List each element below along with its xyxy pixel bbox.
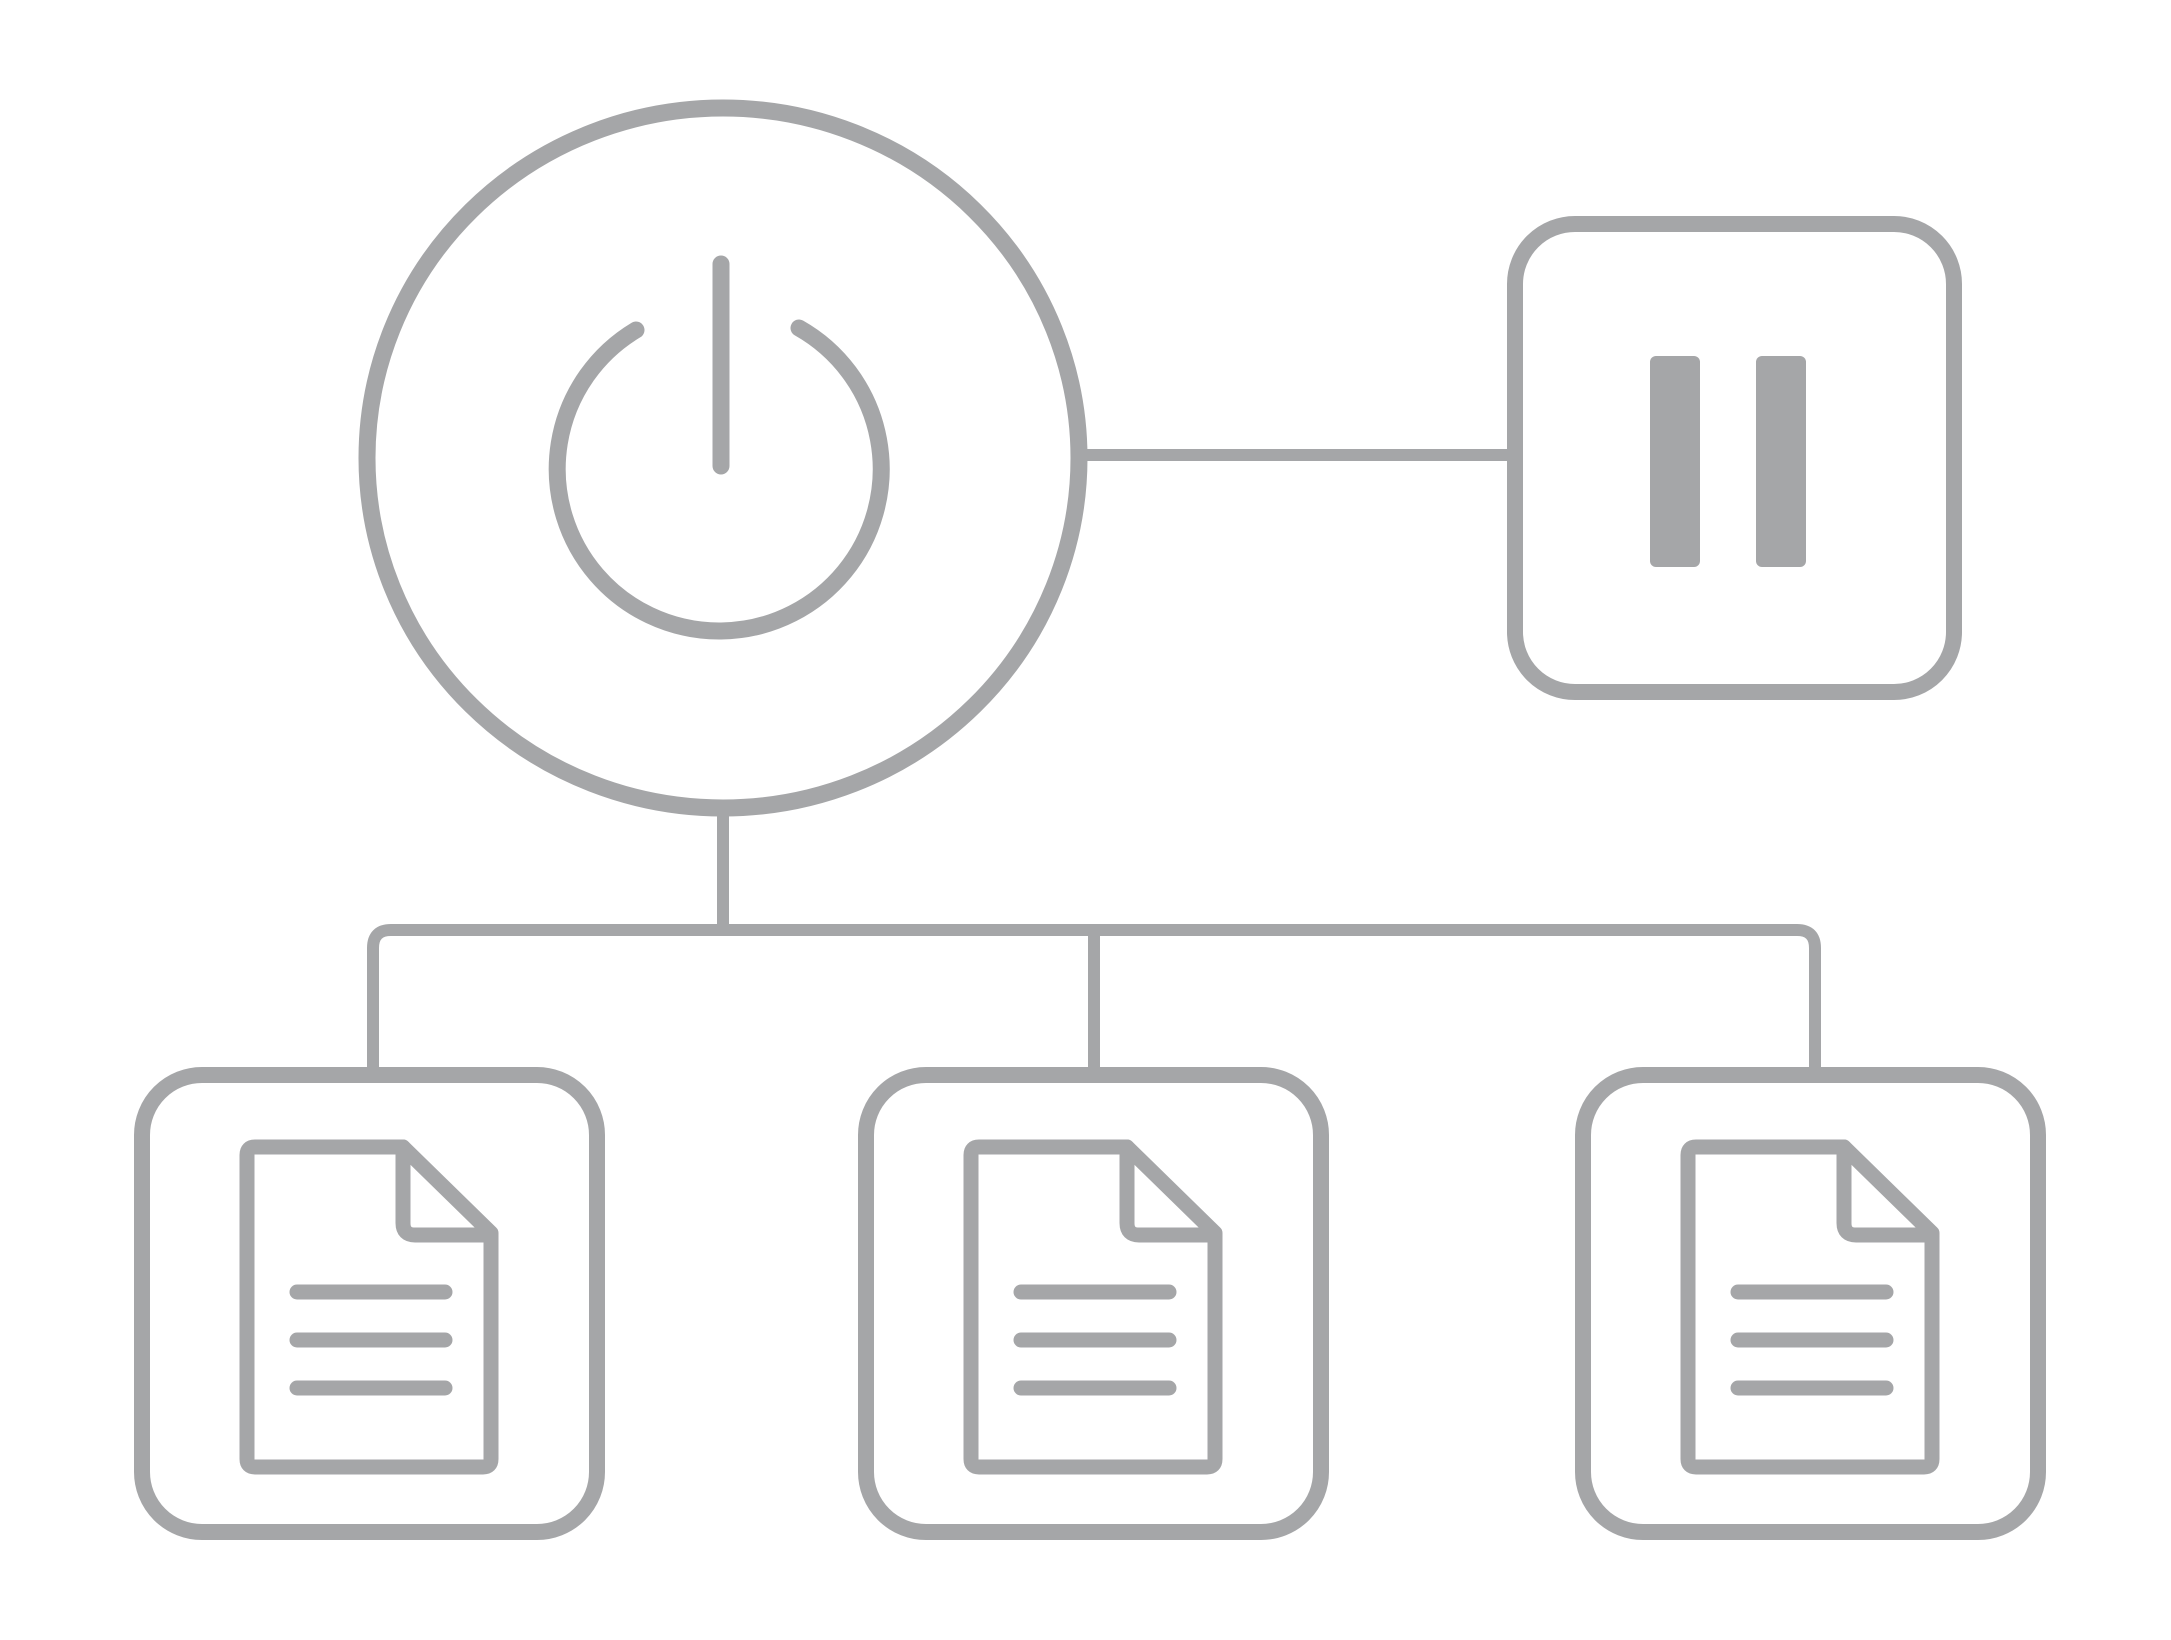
power-node-circle	[358, 99, 1088, 817]
document-nodes	[134, 1067, 2046, 1540]
pause-node-box	[1507, 216, 1962, 700]
pause-icon	[1650, 356, 1806, 567]
document-node[interactable]	[1575, 1067, 2046, 1540]
connectors	[367, 449, 1821, 1076]
document-node-box	[858, 1067, 1329, 1540]
pause-bar-left	[1650, 356, 1700, 567]
document-icon	[239, 1139, 499, 1475]
pause-bar-right	[1756, 356, 1806, 567]
pause-node[interactable]	[1507, 216, 1962, 700]
document-node-box	[1575, 1067, 2046, 1540]
document-icon	[963, 1139, 1223, 1475]
document-node-box	[134, 1067, 605, 1540]
document-icon	[1680, 1139, 1940, 1475]
power-icon	[548, 255, 890, 640]
power-node[interactable]	[358, 99, 1088, 817]
document-node[interactable]	[858, 1067, 1329, 1540]
document-node[interactable]	[134, 1067, 605, 1540]
